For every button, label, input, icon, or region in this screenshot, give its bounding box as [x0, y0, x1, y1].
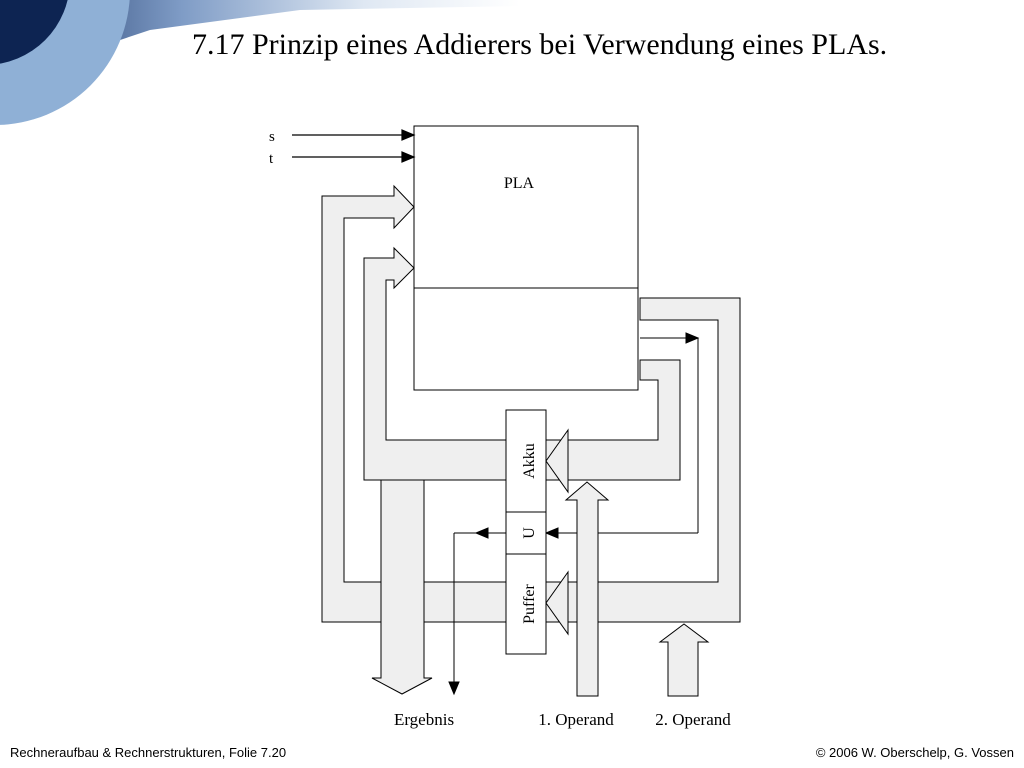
register-akku-label: Akku	[521, 443, 538, 479]
register-puffer-label: Puffer	[521, 583, 538, 623]
pla-or-plane	[413, 287, 639, 391]
register-u-label: U	[521, 527, 538, 539]
bus-akku-to-pla	[363, 246, 681, 481]
bus-operand1	[564, 481, 610, 697]
operand2-label: 2. Operand	[655, 710, 731, 729]
control-inputs	[292, 129, 416, 163]
operand1-label: 1. Operand	[538, 710, 614, 729]
output-ergebnis-label: Ergebnis	[394, 710, 454, 729]
header-decoration	[0, 0, 520, 125]
puffer-input-arrowhead	[545, 570, 569, 636]
u-output-line	[448, 527, 506, 696]
bus-result-output	[371, 479, 433, 695]
input-t-label: t	[269, 151, 274, 167]
bus-operand2	[658, 623, 710, 697]
register-bank	[505, 409, 547, 655]
footer-copyright: © 2006 W. Oberschelp, G. Vossen	[815, 745, 1014, 760]
slide-title: 7.17 Prinzip eines Addierers bei Verwend…	[192, 28, 888, 61]
pla-and-plane	[413, 125, 639, 289]
pla-label: PLA	[504, 175, 535, 192]
footer-course-info: Rechneraufbau & Rechnerstrukturen, Folie…	[10, 745, 287, 760]
akku-input-arrowhead	[545, 428, 569, 494]
register-puffer	[505, 553, 547, 655]
pla-block	[413, 125, 639, 391]
bus-puffer-to-pla	[321, 184, 741, 623]
input-s-label: s	[269, 129, 275, 145]
